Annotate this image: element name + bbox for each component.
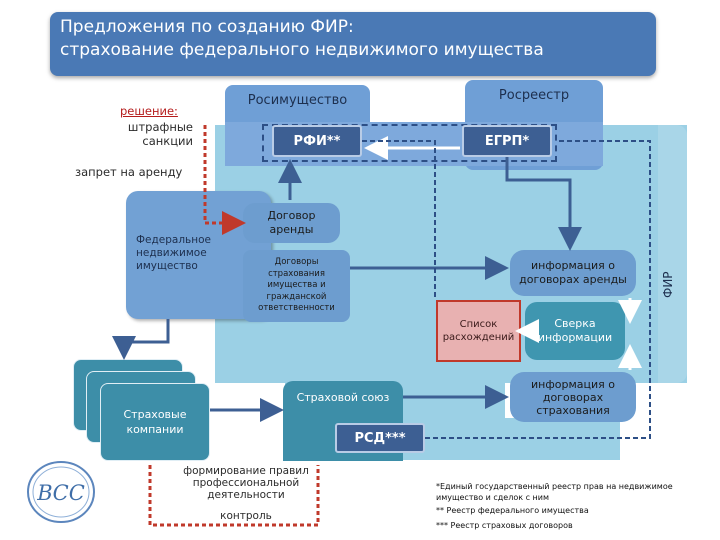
rules-line-3: деятельности <box>207 489 285 501</box>
rsd-label: РСД*** <box>354 430 406 446</box>
rfi-box: РФИ** <box>272 125 362 157</box>
rsd-box: РСД*** <box>335 423 425 453</box>
rfi-label: РФИ** <box>293 133 341 149</box>
vss-logo-icon: ВСС <box>27 461 95 523</box>
federal-property-line-3: имущество <box>136 260 198 272</box>
discrepancy-list-line-1: Список <box>459 319 498 330</box>
insurance-info-box: информация о договорах страхования <box>510 372 636 422</box>
insurance-contracts-line-4: гражданской <box>266 291 327 302</box>
fir-right-band <box>658 125 687 383</box>
insurance-info-line-1: информация о <box>531 377 615 391</box>
federal-property-line-1: Федеральное <box>136 234 211 246</box>
logo-text: ВСС <box>36 481 85 505</box>
penalty-label-2: санкции <box>142 134 193 148</box>
insurance-contracts-box: Договоры страхования имущества и граждан… <box>243 250 350 322</box>
footnote-3: *** Реестр страховых договоров <box>436 521 573 530</box>
insurance-companies-line-2: компании <box>126 423 184 436</box>
rent-ban-label: запрет на аренду <box>75 165 183 179</box>
insurance-contracts-line-2: страхования <box>268 268 325 279</box>
title-line-1: Предложения по созданию ФИР: <box>60 17 354 37</box>
lease-agreement-line-2: аренды <box>269 223 314 236</box>
footnote-1-line-1: *Единый государственный реестр прав на н… <box>436 482 673 491</box>
reconciliation-line-2: информации <box>537 331 613 344</box>
lease-agreement-line-1: Договор <box>267 209 316 222</box>
lease-info-box: информация о договорах аренды <box>510 250 636 296</box>
title-banner: Предложения по созданию ФИР: страхование… <box>50 12 656 76</box>
decision-label: решение: <box>120 104 178 118</box>
vss-logo: ВСС <box>25 458 97 526</box>
rules-line-2: профессиональной <box>192 477 300 489</box>
egrp-box: ЕГРП* <box>462 125 552 157</box>
insurance-contracts-line-5: ответственности <box>258 303 335 314</box>
insurance-contracts-line-3: имущества и <box>267 280 326 291</box>
federal-property-label: Федеральное недвижимое имущество <box>136 234 211 273</box>
lease-agreement-box: Договор аренды <box>243 203 340 243</box>
reconciliation-line-1: Сверка <box>554 317 596 330</box>
rules-label: формирование правил профессиональной дея… <box>166 465 326 501</box>
control-loop-arrow <box>148 465 320 527</box>
title-line-2: страхование федерального недвижимого иму… <box>60 40 544 60</box>
rosimushchestvo-label: Росимущество <box>247 93 348 108</box>
reconciliation-box: Сверка информации <box>525 302 625 360</box>
property-to-companies-arrow <box>112 319 170 360</box>
insurance-company-card-front: Страховые компании <box>100 383 210 461</box>
rsd-dashed-link <box>425 140 651 439</box>
federal-property-line-2: недвижимое <box>136 247 207 259</box>
rules-line-1: формирование правил <box>183 465 309 477</box>
registry-band-inner <box>262 124 557 162</box>
control-label: контроль <box>220 510 272 522</box>
egrp-label: ЕГРП* <box>484 133 530 149</box>
rosreestr-label: Росреестр <box>498 88 570 103</box>
egrp-to-lease-info-arrow <box>505 157 582 251</box>
insurance-info-line-3: страхования <box>536 403 610 417</box>
footnote-1-line-2: имущество и сделок с ним <box>436 493 550 502</box>
insurance-contracts-line-1: Договоры <box>274 257 319 268</box>
discrepancy-list-line-2: расхождений <box>442 332 515 343</box>
discrepancy-list-box: Список расхождений <box>436 300 521 362</box>
footnote-2: ** Реестр федерального имущества <box>436 506 589 515</box>
sanctions-arrow <box>203 125 246 235</box>
insurance-info-line-2: договорах <box>542 390 604 404</box>
lease-info-line-1: информация о <box>531 259 615 272</box>
rfi-dashed-link <box>362 140 436 300</box>
lease-info-line-2: договорах аренды <box>519 273 627 286</box>
insurance-companies-line-1: Страховые <box>123 408 187 421</box>
insurance-union-label: Страховой союз <box>296 391 390 404</box>
penalty-label-1: штрафные <box>127 120 193 134</box>
